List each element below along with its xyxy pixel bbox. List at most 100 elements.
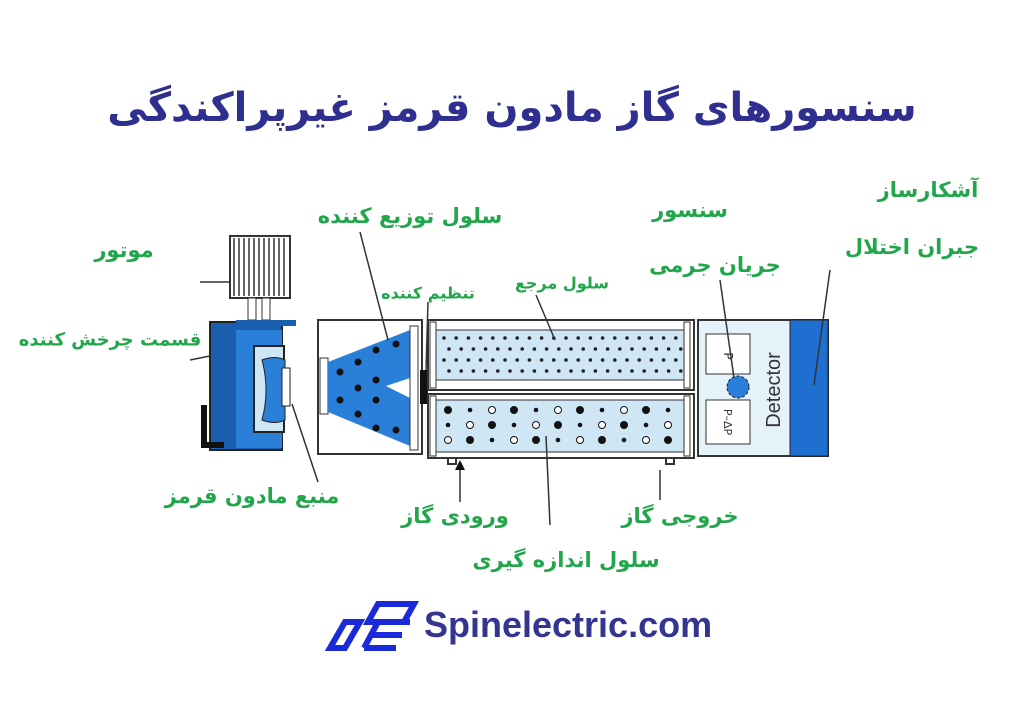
gas-particle	[674, 336, 678, 340]
label-disturbance-compensation: جبران اختلال	[844, 235, 980, 259]
label-mass-flow: جریان جرمی	[649, 253, 781, 277]
gas-particle	[454, 358, 459, 362]
gas-particle	[533, 407, 539, 413]
gas-particle	[527, 358, 532, 362]
gas-particle	[621, 437, 627, 443]
detector-text: Detector	[763, 352, 785, 428]
gas-particle	[503, 358, 507, 362]
gas-particle	[539, 336, 544, 340]
rotating-chopper	[201, 320, 296, 451]
gas-particle	[654, 347, 659, 351]
gas-particle	[554, 406, 562, 414]
gas-particle	[478, 336, 483, 340]
brand-logo	[324, 601, 420, 651]
gas-particle	[444, 406, 452, 414]
gas-particle	[620, 406, 628, 414]
gas-particle	[459, 369, 464, 373]
label-regulator: تنظیم کننده	[381, 283, 475, 303]
gas-particle	[637, 358, 641, 362]
gas-particle	[581, 369, 585, 373]
gas-particle	[569, 369, 573, 373]
label-gas-inlet: ورودی گاز	[401, 504, 509, 528]
gas-particle	[478, 358, 483, 362]
gas-particle	[510, 436, 518, 444]
brand-name[interactable]: Spinelectric.com	[424, 604, 713, 645]
gas-particle	[442, 358, 446, 362]
gas-particle	[555, 437, 561, 443]
gas-particle	[544, 369, 549, 373]
gas-particle	[354, 358, 362, 366]
measuring-cell	[427, 393, 695, 465]
gas-particle	[618, 369, 622, 373]
gas-particle	[467, 407, 473, 413]
gas-particle	[618, 347, 622, 351]
gas-particle	[642, 406, 650, 414]
gas-particle	[554, 421, 562, 429]
gas-particle	[588, 336, 593, 340]
label-detector: آشکارساز	[877, 178, 979, 202]
gas-particle	[557, 347, 561, 351]
gas-particle	[625, 336, 629, 340]
gas-particle	[466, 421, 474, 429]
gas-particle	[674, 358, 678, 362]
gas-particle	[491, 358, 495, 362]
gas-particle	[679, 369, 683, 373]
gas-particle	[496, 347, 500, 351]
gas-particle	[459, 347, 464, 351]
gas-particle	[392, 426, 400, 434]
reference-cell	[427, 319, 695, 391]
gas-particle	[666, 369, 671, 373]
gas-particle	[576, 436, 584, 444]
gas-particle	[336, 396, 344, 404]
gas-particle	[666, 347, 671, 351]
gas-particle	[649, 358, 654, 362]
gas-particle	[496, 369, 500, 373]
gas-particle	[445, 422, 451, 428]
gas-particle	[557, 369, 561, 373]
gas-particle	[488, 421, 496, 429]
gas-particle	[630, 369, 634, 373]
gas-particle	[466, 436, 474, 444]
gas-particle	[665, 407, 671, 413]
gas-particle	[454, 336, 459, 340]
gas-particle	[643, 422, 649, 428]
gas-particle	[576, 336, 580, 340]
distribution-cell	[317, 319, 428, 455]
gas-particle	[598, 421, 606, 429]
gas-particle	[576, 406, 584, 414]
label-rotating-part: قسمت چرخش کننده	[18, 329, 202, 351]
label-motor: موتور	[94, 238, 154, 262]
gas-particle	[600, 336, 605, 340]
gas-particle	[336, 368, 344, 376]
gas-particle	[600, 358, 605, 362]
gas-particle	[515, 336, 519, 340]
gas-particle	[581, 347, 585, 351]
gas-particle	[637, 336, 641, 340]
gas-particle	[532, 436, 540, 444]
detector-block: Detector P P–ΔP	[697, 319, 829, 457]
gas-particle	[471, 369, 476, 373]
gas-particle	[442, 336, 446, 340]
label-gas-outlet: خروجی گاز	[621, 504, 739, 528]
label-reference-cell: سلول مرجع	[514, 273, 610, 293]
gas-particle	[564, 358, 568, 362]
gas-particle	[372, 346, 380, 354]
gas-particle	[642, 436, 650, 444]
gas-particle	[392, 340, 400, 348]
gas-particle	[642, 369, 646, 373]
p-minus-text: P–ΔP	[721, 409, 734, 436]
gas-particle	[489, 437, 495, 443]
gas-particle	[613, 358, 617, 362]
gas-particle	[664, 436, 672, 444]
gas-particle	[620, 421, 628, 429]
gas-particle	[661, 358, 666, 362]
gas-particle	[508, 347, 512, 351]
gas-particle	[630, 347, 634, 351]
gas-particle	[576, 358, 580, 362]
page-title: سنسورهای گاز مادون قرمز غیرپراکندگی	[107, 85, 917, 131]
gas-particle	[593, 369, 598, 373]
gas-particle	[520, 369, 524, 373]
gas-particle	[577, 422, 583, 428]
